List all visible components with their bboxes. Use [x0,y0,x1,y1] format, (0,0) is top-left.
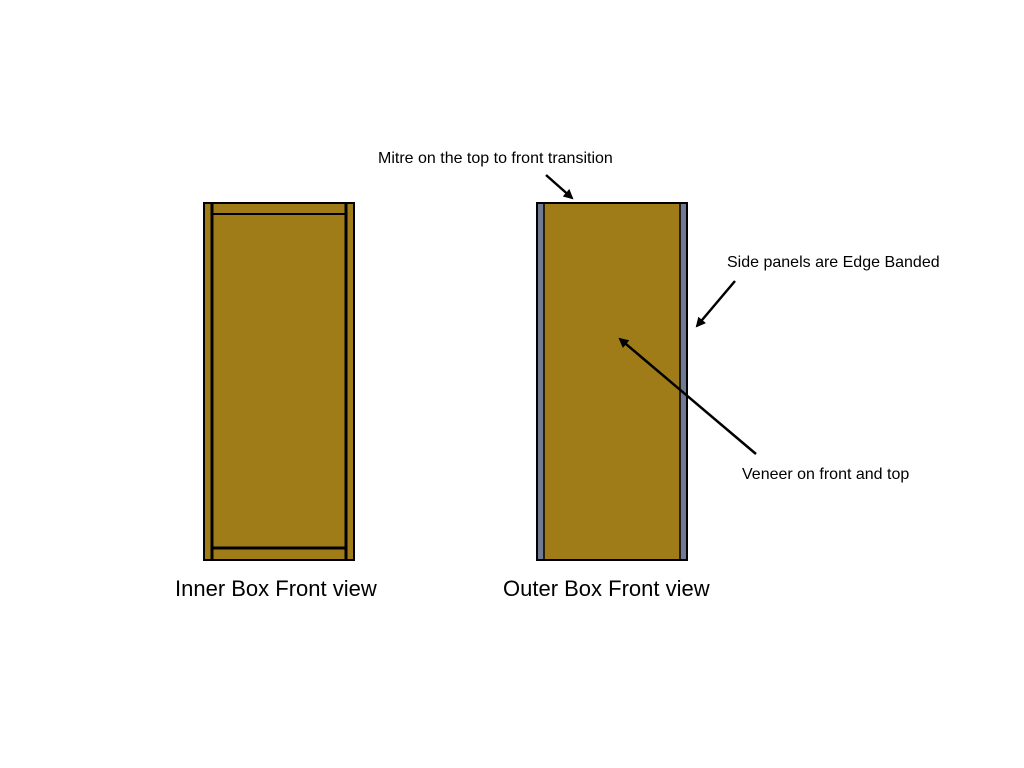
inner-box-caption: Inner Box Front view [175,576,377,601]
mitre-callout-arrow [545,174,574,200]
outer-box-drawing [536,202,688,561]
mitre-callout-label: Mitre on the top to front transition [378,150,613,167]
outer-box-outline [536,202,688,561]
veneer-callout-arrow [618,337,757,455]
edge-band-callout-arrow [695,280,736,328]
outer-box-right-edge-band [679,202,688,561]
inner-box-drawing [203,202,355,561]
outer-box-caption: Outer Box Front view [503,576,710,601]
inner-box-panel [203,202,355,561]
veneer-callout-label: Veneer on front and top [742,466,909,483]
edge-band-callout-label: Side panels are Edge Banded [727,254,940,271]
outer-box-panel [536,202,688,561]
outer-box-left-edge-band [536,202,545,561]
